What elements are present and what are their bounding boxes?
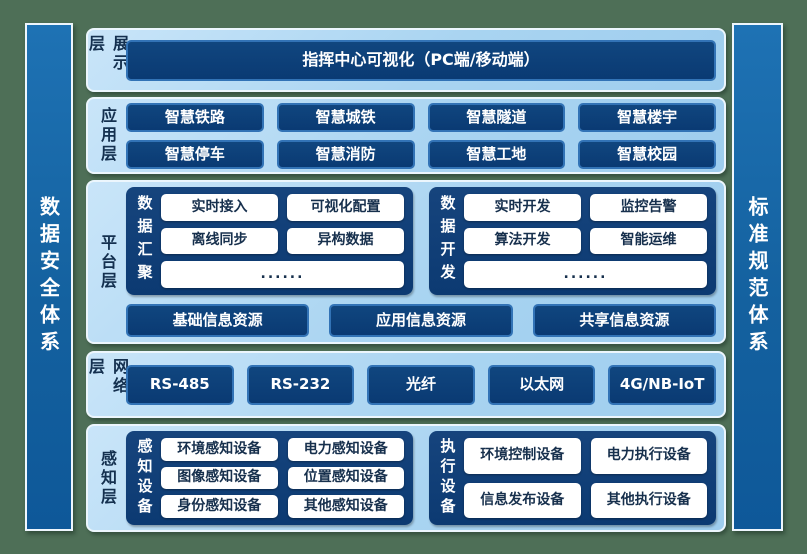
platform-item-ellipsis: ...... bbox=[161, 261, 404, 288]
app-item: 智慧城铁 bbox=[276, 102, 415, 132]
app-item: 智慧隧道 bbox=[427, 102, 566, 132]
layer-label: 展示层 bbox=[86, 35, 129, 73]
layer-display-label-col: 展示层 bbox=[86, 35, 129, 85]
app-item: 智慧消防 bbox=[276, 139, 415, 169]
group-grid: 环境感知设备 电力感知设备 图像感知设备 位置感知设备 身份感知设备 其他感知设… bbox=[161, 438, 404, 518]
network-item: 以太网 bbox=[487, 364, 596, 405]
layer-platform-content: 数据汇聚 实时接入 可视化配置 离线同步 异构数据 ...... 数据开发 bbox=[126, 187, 716, 337]
layer-label: 应用层 bbox=[98, 107, 117, 164]
platform-item: 离线同步 bbox=[161, 227, 278, 255]
layer-application-content: 智慧铁路 智慧城铁 智慧隧道 智慧楼宇 智慧停车 智慧消防 智慧工地 智慧校园 bbox=[126, 102, 716, 169]
platform-item: 实时开发 bbox=[464, 194, 581, 221]
device-item: 信息发布设备 bbox=[464, 482, 581, 518]
platform-item: 异构数据 bbox=[287, 227, 404, 255]
layer-application: 应用层 智慧铁路 智慧城铁 智慧隧道 智慧楼宇 智慧停车 智慧消防 智慧工地 智… bbox=[86, 97, 726, 174]
app-item: 智慧校园 bbox=[578, 139, 716, 169]
group-label-col: 数据汇聚 bbox=[135, 194, 155, 288]
resource-item: 共享信息资源 bbox=[532, 304, 716, 337]
platform-item: 可视化配置 bbox=[287, 194, 404, 221]
device-item: 电力感知设备 bbox=[287, 438, 404, 461]
perception-group-sense-devices: 感知设备 环境感知设备 电力感知设备 图像感知设备 位置感知设备 身份感知设备 … bbox=[126, 431, 413, 525]
layer-network-content: RS-485 RS-232 光纤 以太网 4G/NB-IoT bbox=[126, 358, 716, 411]
perception-groups: 感知设备 环境感知设备 电力感知设备 图像感知设备 位置感知设备 身份感知设备 … bbox=[126, 431, 716, 525]
layer-platform-label-col: 平台层 bbox=[94, 187, 120, 337]
pillar-standards: 标准规范体系 bbox=[732, 23, 783, 531]
layer-display: 展示层 指挥中心可视化（PC端/移动端） bbox=[86, 28, 726, 92]
resource-item: 基础信息资源 bbox=[126, 304, 310, 337]
layer-application-label-col: 应用层 bbox=[94, 104, 120, 167]
group-label: 数据汇聚 bbox=[135, 195, 154, 287]
group-label-col: 感知设备 bbox=[135, 438, 155, 518]
layer-perception-label-col: 感知层 bbox=[94, 431, 120, 525]
platform-item: 实时接入 bbox=[161, 194, 278, 221]
layer-network-label-col: 网络层 bbox=[86, 358, 129, 411]
group-label: 数据开发 bbox=[438, 195, 457, 287]
pillar-standards-label: 标准规范体系 bbox=[745, 196, 769, 358]
device-item: 电力执行设备 bbox=[590, 438, 707, 474]
layer-network: 网络层 RS-485 RS-232 光纤 以太网 4G/NB-IoT bbox=[86, 351, 726, 418]
network-item: RS-485 bbox=[126, 364, 234, 405]
app-item: 智慧楼宇 bbox=[578, 102, 716, 132]
group-label-col: 数据开发 bbox=[438, 194, 458, 288]
device-item: 其他感知设备 bbox=[287, 495, 404, 518]
layer-display-content: 指挥中心可视化（PC端/移动端） bbox=[126, 35, 716, 85]
device-item: 环境控制设备 bbox=[464, 438, 581, 474]
group-grid: 实时接入 可视化配置 离线同步 异构数据 ...... bbox=[161, 194, 404, 288]
pillar-data-security-label: 数据安全体系 bbox=[36, 196, 61, 358]
platform-group-data-development: 数据开发 实时开发 监控告警 算法开发 智能运维 ...... bbox=[429, 187, 716, 295]
group-label: 感知设备 bbox=[135, 438, 154, 518]
device-item: 身份感知设备 bbox=[161, 495, 278, 518]
display-main-box: 指挥中心可视化（PC端/移动端） bbox=[126, 39, 716, 81]
platform-resources: 基础信息资源 应用信息资源 共享信息资源 bbox=[126, 304, 716, 337]
app-item: 智慧工地 bbox=[427, 139, 566, 169]
network-item: RS-232 bbox=[246, 364, 355, 405]
layer-platform: 平台层 数据汇聚 实时接入 可视化配置 离线同步 异构数据 ...... bbox=[86, 180, 726, 344]
perception-group-execute-devices: 执行设备 环境控制设备 电力执行设备 信息发布设备 其他执行设备 bbox=[429, 431, 716, 525]
platform-item: 监控告警 bbox=[590, 194, 707, 221]
group-grid: 实时开发 监控告警 算法开发 智能运维 ...... bbox=[464, 194, 707, 288]
app-item: 智慧铁路 bbox=[126, 102, 264, 132]
layer-label: 感知层 bbox=[98, 449, 117, 507]
resource-item: 应用信息资源 bbox=[329, 304, 513, 337]
group-label: 执行设备 bbox=[438, 438, 457, 518]
device-item: 位置感知设备 bbox=[287, 466, 404, 490]
device-item: 图像感知设备 bbox=[161, 466, 278, 490]
group-label-col: 执行设备 bbox=[438, 438, 458, 518]
app-item: 智慧停车 bbox=[126, 139, 264, 169]
layer-perception: 感知层 感知设备 环境感知设备 电力感知设备 图像感知设备 位置感知设备 身份感… bbox=[86, 424, 726, 532]
device-item: 其他执行设备 bbox=[590, 482, 707, 518]
layer-label: 网络层 bbox=[86, 358, 129, 396]
network-item: 光纤 bbox=[367, 364, 475, 405]
group-grid: 环境控制设备 电力执行设备 信息发布设备 其他执行设备 bbox=[464, 438, 707, 518]
platform-item: 智能运维 bbox=[590, 227, 707, 255]
platform-item-ellipsis: ...... bbox=[464, 261, 707, 288]
network-item: 4G/NB-IoT bbox=[608, 364, 716, 405]
platform-item: 算法开发 bbox=[464, 227, 581, 255]
layer-label: 平台层 bbox=[98, 233, 117, 291]
pillar-data-security: 数据安全体系 bbox=[25, 23, 73, 531]
platform-groups: 数据汇聚 实时接入 可视化配置 离线同步 异构数据 ...... 数据开发 bbox=[126, 187, 716, 295]
device-item: 环境感知设备 bbox=[161, 438, 278, 461]
layer-stack: 展示层 指挥中心可视化（PC端/移动端） 应用层 智慧铁路 智慧城铁 智慧隧道 … bbox=[86, 28, 726, 532]
layer-perception-content: 感知设备 环境感知设备 电力感知设备 图像感知设备 位置感知设备 身份感知设备 … bbox=[126, 431, 716, 525]
platform-group-data-aggregation: 数据汇聚 实时接入 可视化配置 离线同步 异构数据 ...... bbox=[126, 187, 413, 295]
